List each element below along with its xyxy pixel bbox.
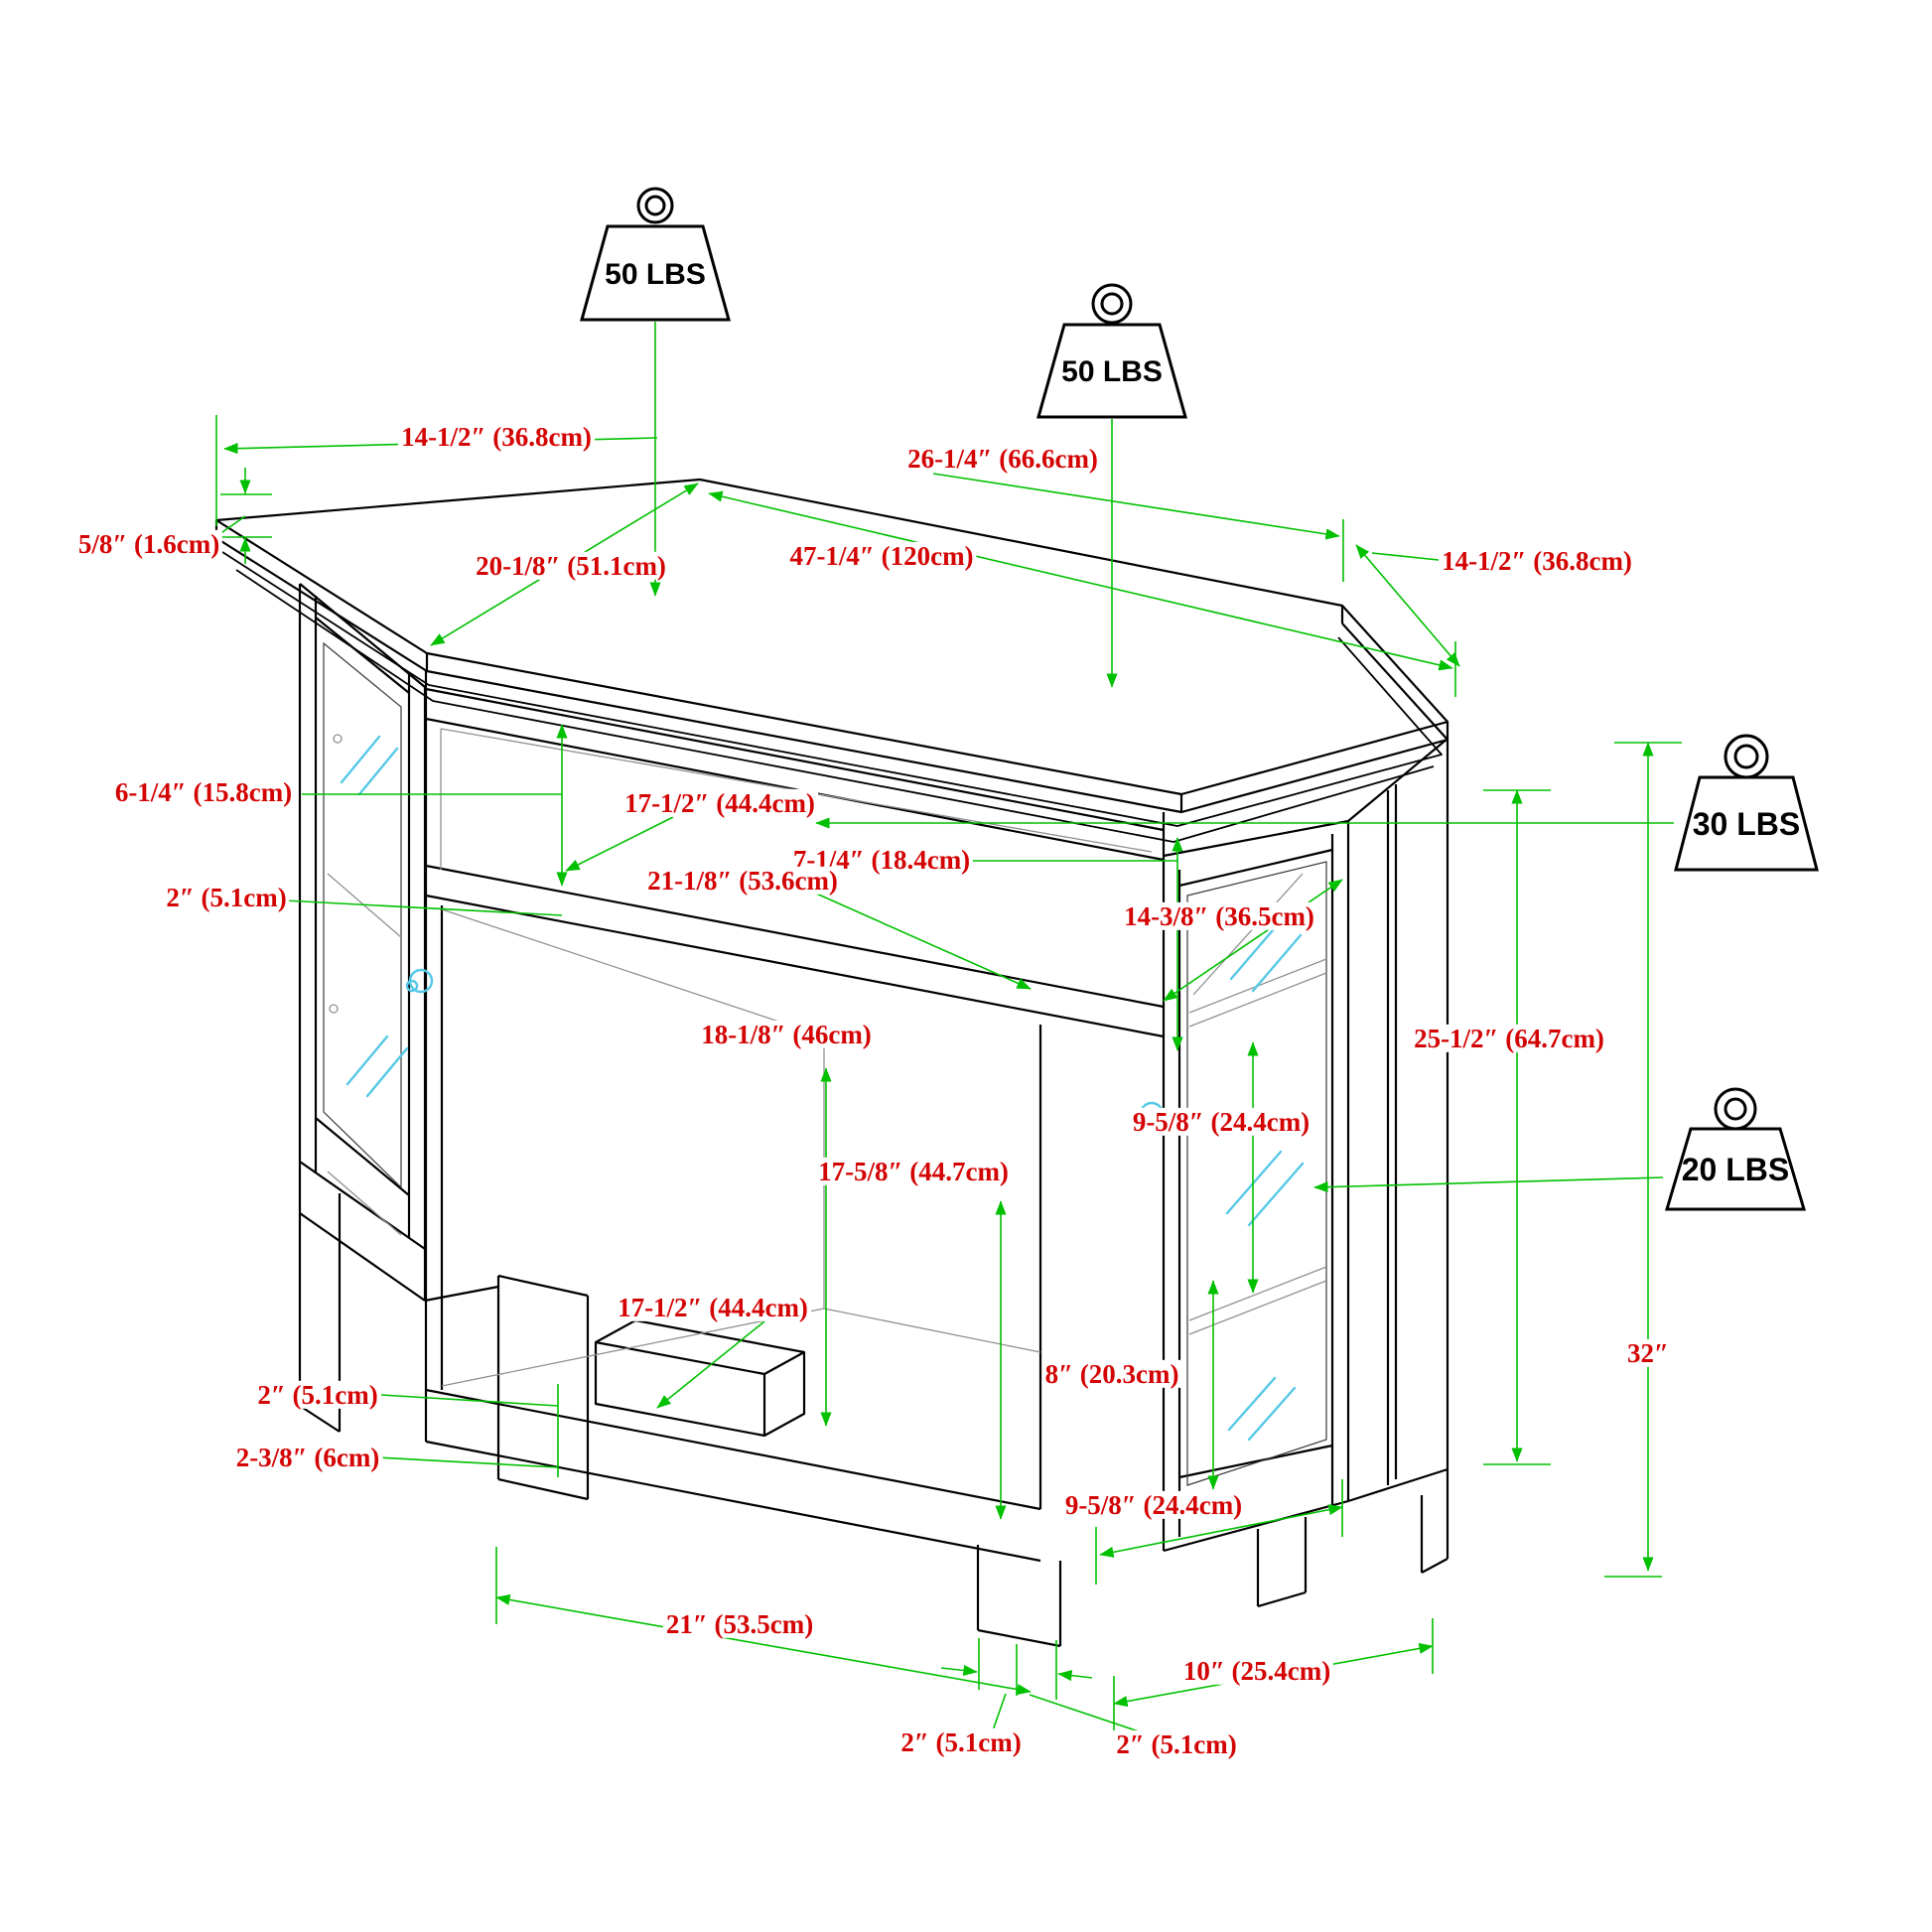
dim-47-1-4 (708, 490, 1453, 671)
glass-panels (323, 641, 1327, 1486)
weight-icon: 50 LBS (580, 187, 731, 322)
dimension-label: 14-1/2″ (36.8cm) (1439, 546, 1635, 575)
crown-molding (221, 551, 1443, 843)
weight-icon: 50 LBS (1036, 283, 1187, 419)
weight-icon: 30 LBS (1674, 734, 1819, 872)
weight-body-icon (580, 224, 731, 322)
dimension-label: 9-5/8″ (24.4cm) (1061, 1490, 1246, 1519)
dimension-label: 14-3/8″ (36.5cm) (1121, 901, 1317, 930)
dimension-label: 21″ (53.5cm) (662, 1609, 817, 1638)
cabinet-outline (214, 478, 1449, 1648)
shelf-pin (333, 734, 343, 744)
dimension-label: 20-1/8″ (51.1cm) (473, 551, 669, 580)
weight-ring-hole-icon (1733, 744, 1759, 769)
right-front-leg (1256, 1517, 1308, 1608)
dimension-label: 2″ (5.1cm) (897, 1727, 1025, 1756)
dimension-label: 26-1/4″ (66.6cm) (904, 444, 1101, 473)
dimension-label: 18-1/8″ (46cm) (698, 1020, 875, 1048)
dimension-label: 17-5/8″ (44.7cm) (815, 1157, 1012, 1185)
weight-body-icon (1036, 323, 1187, 419)
weight-body-icon (1664, 1127, 1807, 1211)
dimension-label: 25-1/2″ (64.7cm) (1411, 1024, 1607, 1052)
dim-17-1-2-bottom (656, 1320, 765, 1409)
dimension-label: 2″ (5.1cm) (163, 883, 290, 911)
dimension-label: 21-1/8″ (53.6cm) (644, 866, 841, 895)
right-rear-leg (1420, 1469, 1449, 1574)
dimension-label: 8″ (20.3cm) (1041, 1359, 1182, 1388)
left-front-leg (424, 1274, 590, 1501)
dim-14-3-8 (1163, 879, 1343, 1002)
dim-9-5-8-lower (1099, 1504, 1343, 1558)
dimension-label: 17-1/2″ (44.4cm) (621, 788, 818, 817)
left-door-glass (323, 641, 402, 1189)
left-door-knob-icon (405, 979, 419, 993)
dim-21-1-8 (813, 892, 1032, 990)
dim-2-3-8 (376, 1456, 559, 1468)
weight-label: 30 LBS (1693, 806, 1800, 842)
dimension-label: 10″ (25.4cm) (1179, 1656, 1334, 1685)
dimension-label: 5/8″ (1.6cm) (74, 529, 223, 558)
center-front-leg (976, 1545, 1062, 1648)
dimension-label: 14-1/2″ (36.8cm) (398, 422, 595, 451)
dim-14-1-2-right (1355, 544, 1460, 667)
shelf-pin (329, 1004, 339, 1014)
dimension-label: 17-1/2″ (44.4cm) (615, 1293, 811, 1321)
weight-icons: 50 LBS 50 LBS 30 LBS 20 LBS (580, 187, 1819, 1211)
weight-label: 50 LBS (605, 258, 706, 291)
dimension-label: 9-5/8″ (24.4cm) (1129, 1107, 1313, 1136)
dimension-label: 32″ (1624, 1338, 1672, 1367)
weight-body-icon (1674, 775, 1819, 872)
media-block (594, 1318, 806, 1438)
dimension-label: 2-3/8″ (6cm) (232, 1443, 383, 1471)
tabletop (214, 478, 1449, 814)
dimension-label: 2″ (5.1cm) (1113, 1729, 1240, 1758)
dimension-label: 2″ (5.1cm) (254, 1380, 381, 1409)
weight-pointer (1313, 1176, 1664, 1193)
dimension-label: 6-1/4″ (15.8cm) (111, 777, 296, 806)
dim-26-1-4 (932, 473, 1340, 540)
dim-2-left (265, 898, 563, 916)
right-door-glass (1186, 861, 1327, 1486)
weight-ring-hole-icon (1724, 1097, 1747, 1121)
left-rear-leg (298, 1162, 427, 1433)
dim-2-rail (380, 1384, 559, 1477)
glass-hatching (340, 735, 1305, 1442)
dimension-label: 47-1/4″ (120cm) (786, 541, 977, 570)
leg-ticks (978, 1638, 1057, 1700)
weight-ring-hole-icon (1100, 292, 1124, 316)
dim-17-1-2-top (565, 816, 674, 872)
interior-lines (327, 728, 1327, 1387)
weight-label: 20 LBS (1682, 1152, 1789, 1187)
right-side-panel (1346, 738, 1449, 1503)
dim-21 (495, 1593, 1032, 1696)
weight-ring-hole-icon (644, 195, 666, 216)
weight-icon: 20 LBS (1664, 1087, 1807, 1211)
weight-label: 50 LBS (1061, 355, 1163, 388)
